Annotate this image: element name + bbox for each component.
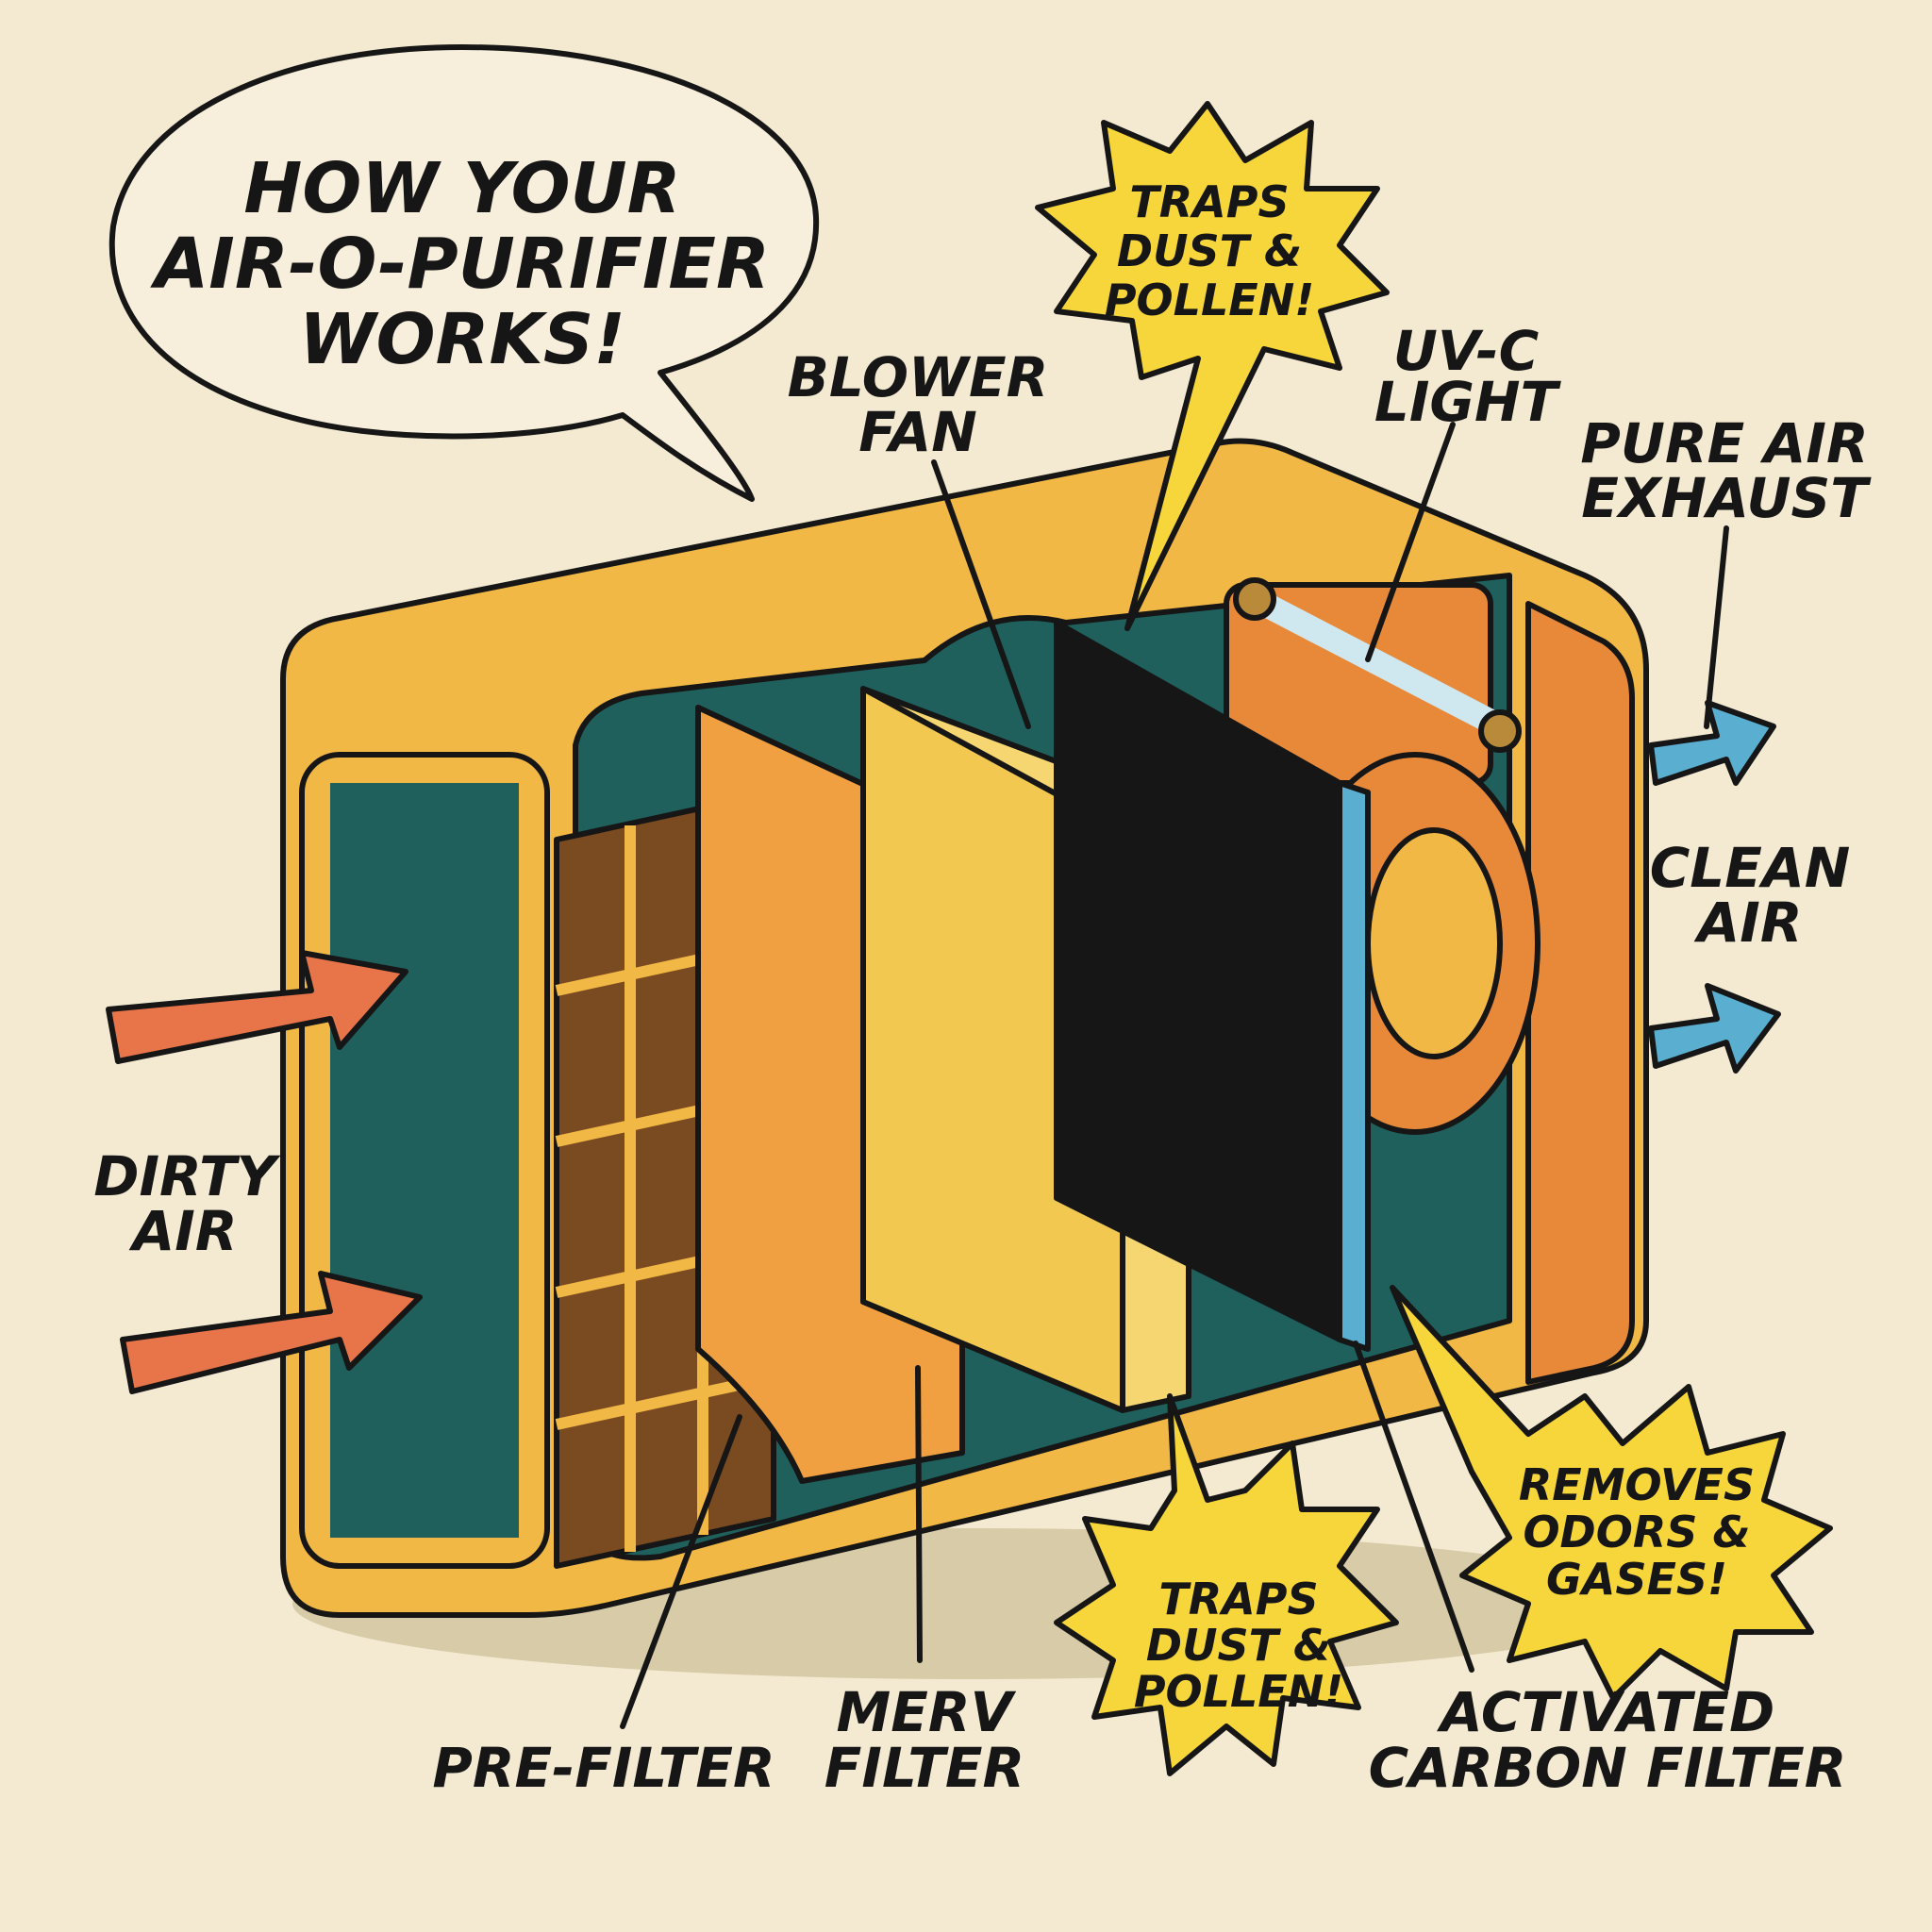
component-labels: BLOWER FAN UV-C LIGHT PURE AIR EXHAUST C…: [93, 319, 1872, 1800]
top-callout-burst: TRAPS DUST & POLLEN!: [1035, 101, 1390, 631]
activated-carbon-filter: [1054, 620, 1371, 1352]
uvc-light: [1224, 577, 1522, 786]
carbon-callout-burst: REMOVES ODORS & GASES!: [1390, 1285, 1833, 1701]
merv-filter-label: FILTER: [824, 1736, 1024, 1800]
pure-air-exhaust-label: PURE AIR: [1580, 411, 1868, 475]
clean-air-label: AIR: [1693, 891, 1802, 955]
carbon-filter-label: CARBON FILTER: [1369, 1736, 1847, 1800]
carbon-burst-line-3: GASES!: [1546, 1554, 1727, 1605]
clean-air-arrows: [1648, 700, 1781, 1074]
title-line-2: AIR-O-PURIFIER: [150, 224, 770, 305]
merv-filter-label: MERV: [837, 1680, 1017, 1744]
blower-fan-label: BLOWER: [788, 345, 1049, 409]
dirty-air-arrows: [106, 950, 423, 1394]
title-line-1: HOW YOUR: [243, 148, 680, 229]
bottom-burst-line-1: TRAPS: [1158, 1574, 1318, 1624]
uvc-light-label: LIGHT: [1374, 370, 1562, 434]
dirty-air-label: DIRTY: [93, 1144, 280, 1208]
blower-fan-label: FAN: [858, 400, 977, 464]
clean-air-arrow: [1648, 983, 1781, 1074]
top-burst-line-2: DUST &: [1117, 225, 1302, 276]
top-burst-line-3: POLLEN!: [1105, 275, 1314, 325]
top-burst-line-1: TRAPS: [1129, 176, 1289, 227]
carbon-burst-line-2: ODORS &: [1523, 1507, 1750, 1557]
title-line-3: WORKS!: [299, 299, 625, 380]
dirty-air-label: AIR: [128, 1199, 237, 1263]
pure-air-exhaust-label: EXHAUST: [1581, 466, 1872, 530]
carbon-filter-label: ACTIVATED: [1437, 1680, 1774, 1744]
carbon-burst-line-1: REMOVES: [1519, 1459, 1755, 1510]
uvc-light-label: UV-C: [1393, 319, 1539, 383]
bottom-burst-line-3: POLLEN!: [1134, 1666, 1343, 1717]
front-grille: [330, 783, 519, 1538]
dirty-air-arrow: [120, 1271, 423, 1394]
leader-lines: [620, 422, 1729, 1729]
bottom-burst-line-2: DUST &: [1146, 1620, 1331, 1671]
title-speech-bubble: HOW YOUR AIR-O-PURIFIER WORKS!: [108, 44, 820, 502]
pre-filter-label: PRE-FILTER: [432, 1736, 774, 1800]
bottom-callout-burst: TRAPS DUST & POLLEN!: [1054, 1393, 1399, 1776]
clean-air-label: CLEAN: [1650, 836, 1851, 900]
clean-air-arrow: [1648, 700, 1776, 786]
dirty-air-arrow: [106, 950, 408, 1064]
